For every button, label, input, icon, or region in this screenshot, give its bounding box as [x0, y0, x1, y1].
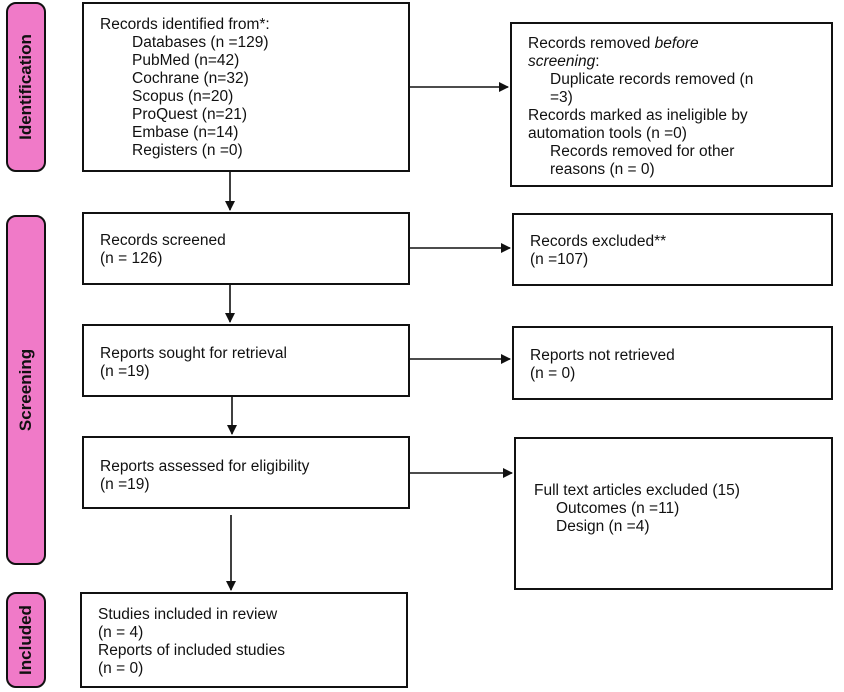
removed-other-reasons: Records removed for other — [550, 143, 735, 160]
source-cochrane: Cochrane (n=32) — [132, 70, 249, 87]
records-screened-label: Records screened — [100, 232, 226, 249]
reports-included-count: (n = 0) — [98, 660, 144, 677]
reports-sought-count: (n =19) — [100, 363, 150, 380]
source-registers: Registers (n =0) — [132, 142, 243, 159]
reports-included-label: Reports of included studies — [98, 642, 285, 659]
ineligible-automation-count: automation tools (n =0) — [528, 125, 687, 142]
records-excluded-label: Records excluded** — [530, 233, 667, 250]
phase-included: Included — [6, 592, 46, 688]
duplicates-removed-count: =3) — [550, 89, 573, 106]
studies-included-count: (n = 4) — [98, 624, 144, 641]
phase-identification: Identification — [6, 2, 46, 172]
excluded-design: Design (n =4) — [556, 518, 650, 535]
records-removed-heading-2: screening: — [528, 53, 600, 70]
reports-not-retrieved-box: Reports not retrieved (n = 0) — [512, 326, 833, 400]
reports-not-retrieved-label: Reports not retrieved — [530, 347, 675, 364]
full-text-excluded-label: Full text articles excluded (15) — [534, 482, 740, 499]
source-embase: Embase (n=14) — [132, 124, 239, 141]
studies-included-label: Studies included in review — [98, 606, 278, 623]
records-removed-heading: Records removed before — [528, 35, 699, 52]
excluded-outcomes: Outcomes (n =11) — [556, 500, 680, 517]
reports-not-retrieved-count: (n = 0) — [530, 365, 576, 382]
records-excluded-count: (n =107) — [530, 251, 589, 268]
reports-assessed-box: Reports assessed for eligibility (n =19) — [82, 436, 410, 509]
records-excluded-box: Records excluded** (n =107) — [512, 213, 833, 286]
reports-sought-label: Reports sought for retrieval — [100, 345, 287, 362]
reports-sought-box: Reports sought for retrieval (n =19) — [82, 324, 410, 397]
records-screened-count: (n = 126) — [100, 250, 163, 267]
studies-included-box: Studies included in review (n = 4) Repor… — [80, 592, 408, 688]
phase-screening: Screening — [6, 215, 46, 565]
duplicates-removed: Duplicate records removed (n — [550, 71, 754, 88]
ineligible-automation: Records marked as ineligible by — [528, 107, 748, 124]
source-pubmed: PubMed (n=42) — [132, 52, 240, 69]
records-identified-title: Records identified from*: — [100, 16, 270, 33]
reports-assessed-label: Reports assessed for eligibility — [100, 458, 310, 475]
removed-other-reasons-count: reasons (n = 0) — [550, 161, 655, 178]
source-proquest: ProQuest (n=21) — [132, 106, 248, 123]
records-identified-box: Records identified from*: Databases (n =… — [82, 2, 410, 172]
full-text-excluded-box: Full text articles excluded (15) Outcome… — [514, 437, 833, 590]
reports-assessed-count: (n =19) — [100, 476, 150, 493]
records-removed-box: Records removed before screening: Duplic… — [510, 22, 833, 187]
records-screened-box: Records screened (n = 126) — [82, 212, 410, 285]
source-scopus: Scopus (n=20) — [132, 88, 234, 105]
source-databases: Databases (n =129) — [132, 34, 269, 51]
